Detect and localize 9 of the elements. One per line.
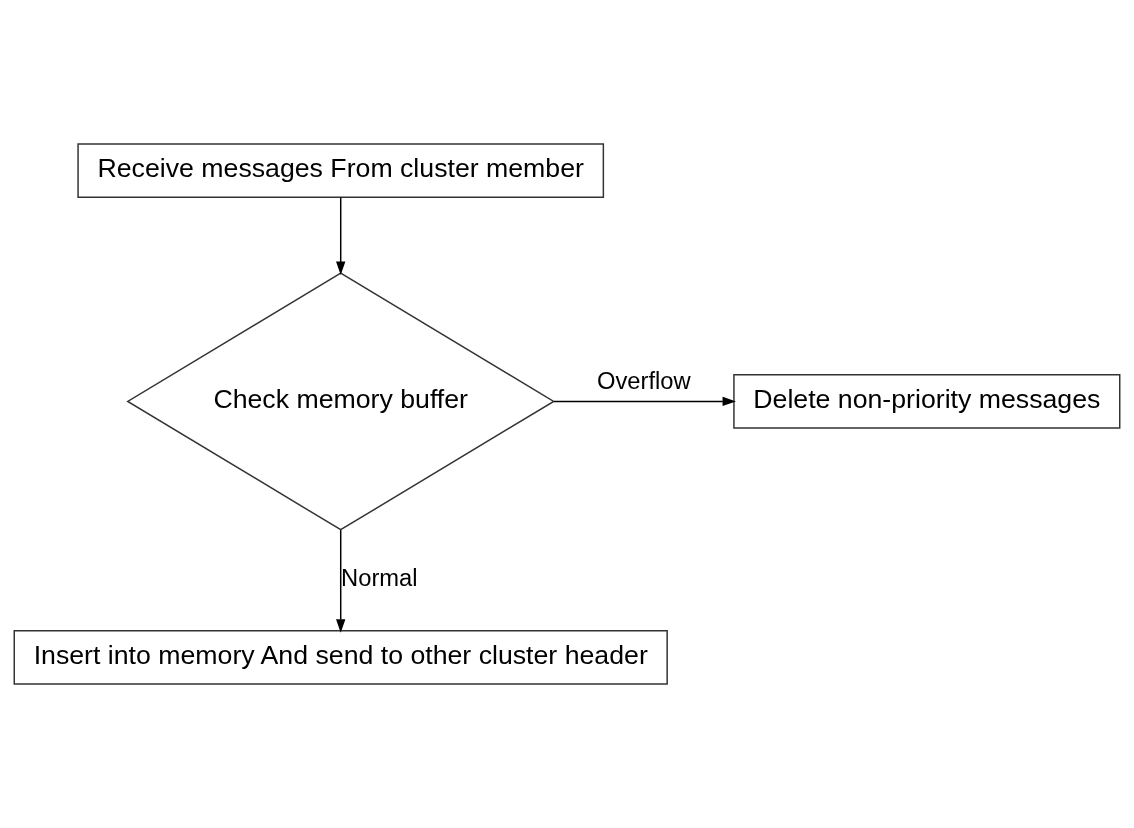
node-diamond: Check memory buffer (126, 272, 556, 531)
node-box: Insert into memory And send to other cluster header (13, 629, 668, 685)
arrow (553, 396, 736, 407)
node-box: Delete non-priority messages (733, 373, 1121, 429)
edge-label: Overflow (596, 368, 691, 395)
arrow (336, 196, 346, 275)
node-box: Receive messages From cluster member (77, 143, 605, 199)
edge-label: Normal (341, 564, 418, 591)
arrow (336, 529, 346, 633)
